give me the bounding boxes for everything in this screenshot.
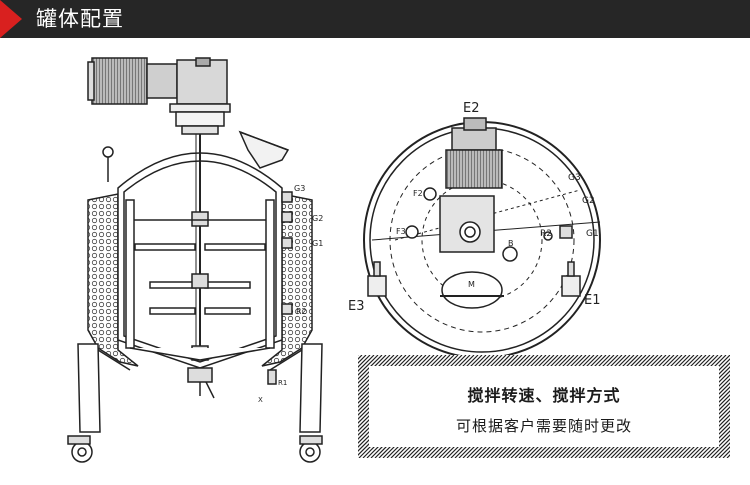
top-label-b: B: [508, 239, 514, 248]
side-label-x: X: [258, 396, 263, 404]
top-label-f3: F3: [396, 227, 406, 236]
top-label-r2: R2: [540, 229, 552, 239]
top-manway: [441, 271, 503, 309]
motor: [87, 57, 231, 135]
top-label-m: M: [468, 280, 475, 289]
top-label-g3: G3: [568, 173, 581, 183]
side-label-r1: R1: [278, 379, 287, 387]
manway: [238, 130, 290, 169]
side-label-r2: R2: [296, 307, 307, 316]
section-header: 罐体配置: [0, 0, 750, 38]
note-heading: 搅拌转速、搅拌方式: [467, 386, 621, 405]
lifting-lug-icon: [102, 146, 114, 158]
top-label-f2: F2: [413, 189, 423, 198]
support-legs: [77, 343, 323, 433]
section-title: 罐体配置: [36, 7, 124, 31]
side-label-g2: G2: [312, 214, 323, 223]
top-label-g1: G1: [586, 229, 599, 239]
header-arrow-icon: [0, 0, 22, 38]
top-label-e1: E1: [584, 293, 601, 308]
side-view: [67, 57, 323, 463]
top-label-e3: E3: [348, 299, 365, 314]
top-label-g2: G2: [582, 196, 595, 206]
note-subtext: 可根据客户需要随时更改: [455, 417, 632, 435]
top-motor: [439, 117, 503, 253]
top-label-e2: E2: [463, 101, 480, 116]
note-box: 搅拌转速、搅拌方式 可根据客户需要随时更改: [358, 355, 730, 458]
note-content: 搅拌转速、搅拌方式 可根据客户需要随时更改: [369, 366, 719, 447]
agitator-paddles: [125, 199, 275, 361]
caster-wheels: [67, 435, 323, 463]
side-label-g1: G1: [312, 239, 323, 248]
side-label-g3: G3: [294, 184, 305, 193]
top-view: [363, 117, 601, 359]
